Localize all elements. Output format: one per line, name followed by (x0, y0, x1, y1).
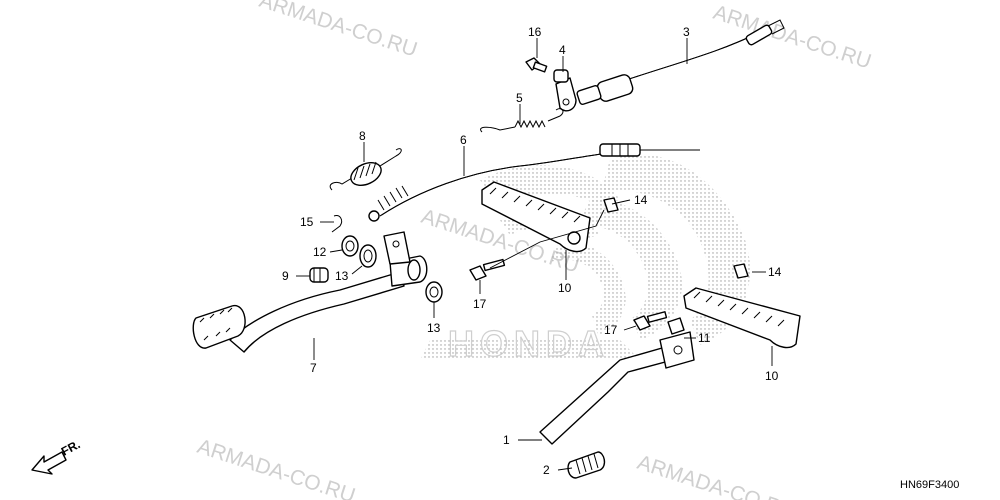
spring-5 (480, 108, 564, 133)
drawing-code: HN69F3400 (900, 479, 959, 491)
washers (309, 215, 443, 303)
callout-14-upper: 14 (634, 193, 648, 207)
callout-1: 1 (503, 433, 510, 447)
footpeg-lower (683, 263, 801, 349)
callout-15: 15 (300, 215, 314, 229)
brake-pedal (192, 231, 428, 353)
callout-9: 9 (282, 269, 289, 283)
bolts-17-11 (469, 258, 685, 335)
callout-17-lower: 17 (604, 323, 618, 337)
honda-logo-text: HONDA (448, 323, 610, 364)
brake-rod (368, 143, 700, 222)
spring-8 (329, 148, 402, 191)
watermark-text: ARMADA-CO.RU (634, 451, 798, 500)
callout-11: 11 (698, 331, 711, 345)
front-direction-arrow: FR. (31, 437, 82, 475)
callout-13-left: 13 (335, 269, 349, 283)
callout-labels: 1 2 3 4 5 6 7 8 9 10 10 11 12 13 13 14 1… (282, 25, 782, 477)
callout-14-lower: 14 (768, 265, 782, 279)
footpeg-upper (481, 181, 619, 253)
cable-joint (553, 69, 577, 112)
callout-6: 6 (460, 133, 467, 147)
leader-lines (296, 38, 773, 471)
watermark-text: ARMADA-CO.RU (710, 1, 874, 74)
shift-pedal-rubber (567, 451, 606, 479)
callout-7: 7 (310, 361, 317, 375)
watermarks: ARMADA-CO.RU ARMADA-CO.RU ARMADA-CO.RU A… (194, 0, 874, 500)
watermark-text: ARMADA-CO.RU (256, 0, 420, 62)
bolt-16 (525, 57, 548, 73)
callout-4: 4 (559, 43, 566, 57)
rear-brake-cable (576, 19, 785, 105)
callout-5: 5 (516, 91, 523, 105)
callout-13-right: 13 (427, 321, 441, 335)
callout-16: 16 (528, 25, 542, 39)
callout-10-upper: 10 (558, 281, 572, 295)
callout-3: 3 (683, 25, 690, 39)
callout-10-lower: 10 (765, 369, 779, 383)
callout-2: 2 (543, 463, 550, 477)
callout-12: 12 (313, 245, 327, 259)
callout-8: 8 (359, 129, 366, 143)
callout-17-upper: 17 (473, 297, 487, 311)
watermark-text: ARMADA-CO.RU (194, 435, 358, 500)
gear-shift-pedal (539, 331, 695, 445)
